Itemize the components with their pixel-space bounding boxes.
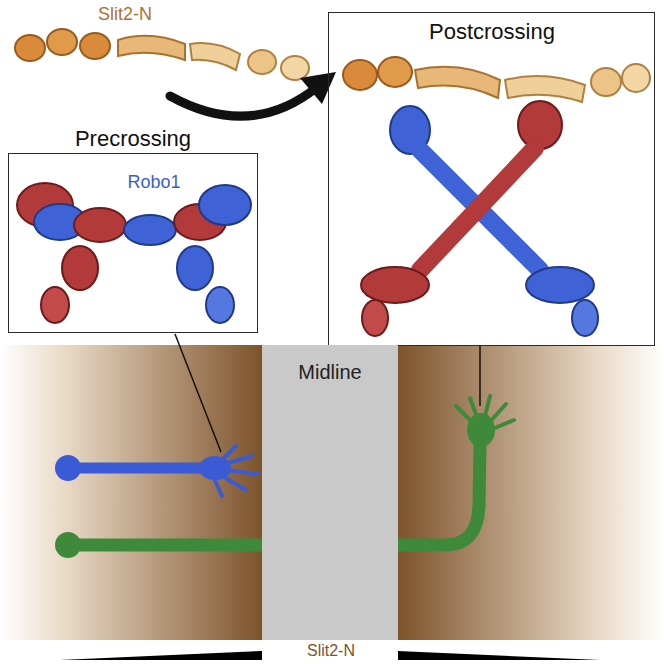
concentration-wedge xyxy=(60,651,262,660)
robo1-precrossing xyxy=(17,183,251,323)
curved-arrow xyxy=(170,72,336,116)
concentration-wedge xyxy=(398,651,600,660)
panel-heading: Postcrossing xyxy=(429,19,555,44)
robo1-precrossing xyxy=(124,215,176,245)
slit-protein xyxy=(80,33,110,59)
precrossing-neuron xyxy=(55,446,258,496)
robo1-precrossing xyxy=(206,287,234,323)
slit-protein xyxy=(248,50,276,74)
curved-arrow xyxy=(300,72,336,104)
robo1-postcrossing xyxy=(361,267,429,303)
slit-protein xyxy=(118,36,185,60)
slit-protein xyxy=(343,60,377,90)
curved-arrow xyxy=(170,88,316,116)
postcrossing-neuron xyxy=(470,398,478,420)
robo1-precrossing xyxy=(199,185,251,225)
panel-heading: Precrossing xyxy=(75,126,191,151)
postcrossing-neuron xyxy=(456,396,514,430)
leader-line xyxy=(479,346,481,406)
tissue-gradient xyxy=(0,345,262,640)
tissue-gradient xyxy=(398,345,664,640)
slit-protein xyxy=(47,29,77,55)
slit-protein xyxy=(622,64,650,92)
slit-protein xyxy=(190,43,240,70)
robo1-precrossing xyxy=(177,246,213,290)
panel-border: Robo1 xyxy=(8,153,258,333)
robo1-precrossing xyxy=(41,287,69,323)
gradient-label: Slit2-N xyxy=(307,642,355,660)
robo1-postcrossing xyxy=(526,267,594,303)
robo1-precrossing xyxy=(62,246,98,290)
slit-protein xyxy=(591,68,621,96)
robo1-postcrossing xyxy=(361,101,598,336)
slit-protein xyxy=(15,29,309,80)
slit-protein xyxy=(281,56,309,80)
slit-protein xyxy=(15,35,45,61)
postcrossing-neuron xyxy=(488,404,506,424)
robo1-postcrossing xyxy=(420,148,535,270)
protein-label: Robo1 xyxy=(127,172,180,193)
slit-protein xyxy=(378,57,412,87)
precrossing-neuron xyxy=(226,470,258,474)
precrossing-neuron xyxy=(225,456,252,464)
postcrossing-neuron xyxy=(484,396,490,420)
postcrossing-neuron xyxy=(490,420,514,430)
robo1-postcrossing xyxy=(572,300,598,336)
slit-protein xyxy=(415,67,500,98)
tissue-gradient xyxy=(0,345,664,640)
slit-protein xyxy=(505,76,585,102)
precrossing-neuron xyxy=(214,446,258,496)
precrossing-neuron xyxy=(214,478,222,496)
leader-line xyxy=(175,334,221,452)
precrossing-neuron xyxy=(75,463,205,474)
robo1-precrossing xyxy=(74,208,126,242)
slit-protein xyxy=(343,57,650,102)
robo1-postcrossing xyxy=(362,300,388,336)
precrossing-neuron xyxy=(222,476,246,490)
protein-label: Slit2-N xyxy=(98,4,152,25)
panel: Postcrossing xyxy=(328,12,655,346)
postcrossing-neuron xyxy=(456,406,474,424)
midline-band: Midline xyxy=(262,345,398,640)
region-label: Midline xyxy=(298,361,361,384)
panel-with-heading: Robo1 Precrossing xyxy=(8,124,258,333)
